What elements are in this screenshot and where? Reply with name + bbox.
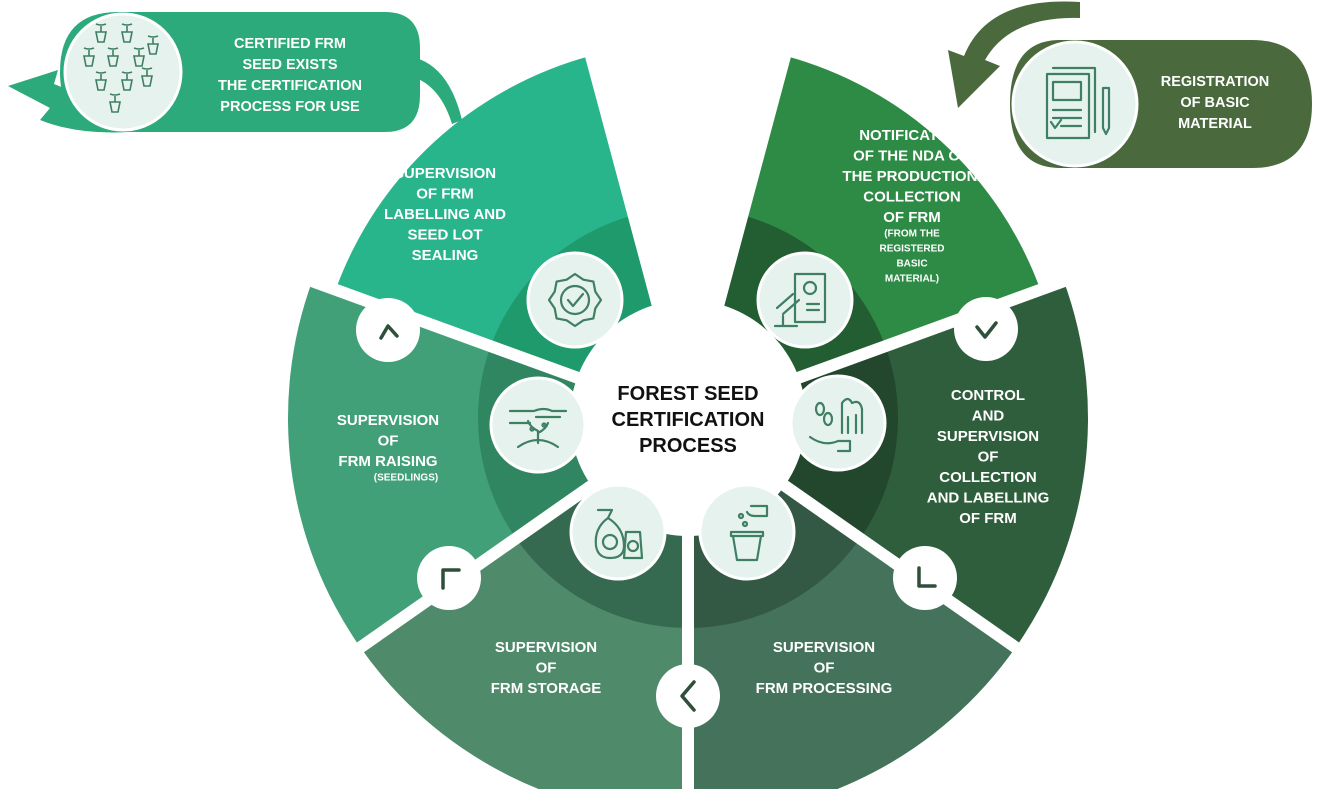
- segment-note-line: (SEEDLINGS): [374, 473, 438, 484]
- registration-badge-line: OF BASIC: [1180, 95, 1250, 111]
- seedling-icon: [133, 47, 145, 67]
- segment-label-line: SUPERVISION: [394, 165, 496, 182]
- chevron-down-right-icon: [975, 321, 998, 339]
- segment-gap: [576, 20, 665, 312]
- seedling-icon: [83, 47, 95, 67]
- segment-label-control: CONTROL AND SUPERVISION OF COLLECTION AND LAB…: [927, 387, 1050, 527]
- seedling-icon: [141, 67, 153, 87]
- registration-badge: REGISTRATION OF BASIC MATERIAL: [948, 1, 1312, 168]
- seed-bags-icon: [594, 508, 644, 560]
- segment-label-line: COLLECTION: [939, 469, 1037, 486]
- segment-label-line: OF FRM: [416, 186, 474, 203]
- center-circle: [570, 300, 806, 536]
- badges-layer: CERTIFIED FRM SEED EXISTS THE CERTIFICATIO…: [8, 1, 1312, 168]
- registration-badge-line: MATERIAL: [1178, 116, 1252, 132]
- segment-note-line: MATERIAL): [885, 274, 939, 285]
- seedling-icon: [121, 23, 133, 43]
- seedling-icon: [107, 47, 119, 67]
- exit-badge-line: SEED EXISTS: [242, 57, 337, 73]
- curve-arrow-icon: [378, 48, 462, 124]
- segment-label-line: SEED LOT: [407, 227, 482, 244]
- segment-label-line: OF THE NDA ON: [853, 148, 971, 165]
- segment-label-line: NOTIFICATION: [859, 127, 965, 144]
- arrow-circle: [417, 546, 481, 610]
- seedling-icon: [109, 93, 121, 113]
- segment-label-processing: SUPERVISION OF FRM PROCESSING: [756, 639, 893, 697]
- exit-badge: CERTIFIED FRM SEED EXISTS THE CERTIFICATIO…: [8, 12, 462, 133]
- arrow-circle: [656, 664, 720, 728]
- segment-label-line: COLLECTION: [863, 189, 961, 206]
- register-circle: [1011, 40, 1139, 168]
- chevron-up-right-icon: [379, 324, 399, 340]
- arrow-circle: [356, 298, 420, 362]
- center-title-line: CERTIFICATION: [612, 409, 765, 431]
- segment-label-line: OF: [378, 433, 399, 450]
- chevron-down-left-icon: [917, 566, 937, 588]
- segment-label-storage: SUPERVISION OF FRM STORAGE: [491, 639, 602, 697]
- segment-note-line: (FROM THE: [884, 229, 940, 240]
- labels-layer: SUPERVISION OF FRM LABELLING AND SEED LOT SE…: [337, 127, 1049, 697]
- segment-label-line: SUPERVISION: [495, 639, 597, 656]
- seedling-icon: [121, 71, 133, 91]
- segment-label-line: AND: [972, 408, 1005, 425]
- segment-label-line: OF: [536, 660, 557, 677]
- segment-label-line: AND LABELLING: [927, 490, 1050, 507]
- seedling-icon: [95, 23, 107, 43]
- segment-label-line: SUPERVISION: [937, 428, 1039, 445]
- arrow-circle: [954, 297, 1018, 361]
- segment-label-line: CONTROL: [951, 387, 1025, 404]
- segment-note-line: REGISTERED: [879, 244, 944, 255]
- segment-label-notification: NOTIFICATION OF THE NDA ON THE PRODUCTION/…: [842, 127, 982, 285]
- sowing-hand-icon: [508, 407, 568, 449]
- seed-pot-icon: [729, 504, 769, 562]
- legal-document-icon: [773, 272, 827, 328]
- icon-circle-control: [789, 374, 887, 472]
- segment-gaps: [300, 20, 1076, 789]
- segment-label-line: FRM PROCESSING: [756, 680, 893, 697]
- seed-collection-icon: [808, 397, 864, 453]
- seedling-icon: [147, 35, 159, 55]
- exit-badge-line: PROCESS FOR USE: [220, 99, 360, 115]
- segment-gap: [791, 272, 1076, 386]
- chevron-up-left-icon: [441, 568, 461, 590]
- segment-label-labelling: SUPERVISION OF FRM LABELLING AND SEED LOT SE…: [384, 165, 506, 264]
- seedlings-grid-icon: [83, 23, 159, 113]
- icon-circle-notification: [756, 251, 854, 349]
- segment-label-line: SUPERVISION: [337, 412, 439, 429]
- center-hub: FOREST SEED CERTIFICATION PROCESS: [570, 300, 806, 536]
- segment-note-line: BASIC: [896, 259, 927, 270]
- icon-circle-storage: [569, 483, 667, 581]
- registration-badge-line: REGISTRATION: [1161, 74, 1269, 90]
- center-title-line: PROCESS: [639, 435, 737, 457]
- segment-label-line: OF: [814, 660, 835, 677]
- icons-layer: [489, 251, 887, 581]
- segment-label-line: OF FRM: [959, 510, 1017, 527]
- segment-label-line: SUPERVISION: [773, 639, 875, 656]
- segment-label-line: SEALING: [412, 247, 479, 264]
- segment-gap: [300, 272, 585, 386]
- certified-badge-icon: [547, 272, 603, 328]
- segment-label-line: FRM STORAGE: [491, 680, 602, 697]
- segment-label-line: THE PRODUCTION/: [842, 168, 982, 185]
- seedling-icon: [95, 71, 107, 91]
- arrows-layer: [356, 297, 1018, 728]
- segment-label-line: OF FRM: [883, 209, 941, 226]
- segment-label-line: OF: [978, 449, 999, 466]
- arrow-circle: [893, 546, 957, 610]
- register-document-icon: [1045, 66, 1111, 140]
- center-title-line: FOREST SEED: [617, 383, 758, 405]
- segment-label-line: FRM RAISING: [338, 453, 437, 470]
- segment-label-raising: SUPERVISION OF FRM RAISING (SEEDLINGS): [337, 412, 439, 484]
- segment-gap: [711, 20, 800, 312]
- exit-badge-line: THE CERTIFICATION: [218, 78, 362, 94]
- icon-circle-labelling: [526, 251, 624, 349]
- entry-arrow-icon: [948, 1, 1080, 108]
- exit-badge-line: CERTIFIED FRM: [234, 36, 346, 52]
- icon-circle-raising: [489, 376, 587, 474]
- chevron-left-icon: [680, 680, 696, 712]
- segment-label-line: LABELLING AND: [384, 206, 506, 223]
